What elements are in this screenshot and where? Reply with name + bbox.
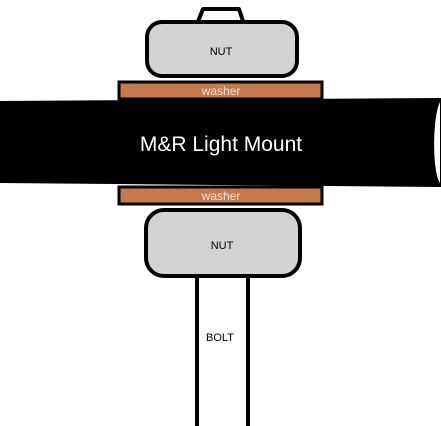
top-washer-label: washer bbox=[201, 84, 241, 98]
bottom-washer-body bbox=[117, 185, 324, 206]
top-washer-body bbox=[117, 80, 324, 101]
bolt-shaft-outline bbox=[195, 260, 250, 426]
bottom-washer-label: washer bbox=[201, 189, 241, 203]
bolt: BOLT bbox=[195, 260, 250, 426]
top-nut: NUT bbox=[145, 20, 299, 78]
bolt-label: BOLT bbox=[206, 332, 234, 344]
bottom-washer: washer bbox=[117, 185, 324, 206]
light-mount-body bbox=[0, 97, 441, 188]
light-mount-label: M&R Light Mount bbox=[140, 133, 302, 156]
bottom-nut-body bbox=[144, 208, 302, 278]
bottom-nut: NUT bbox=[144, 208, 302, 278]
top-nut-body bbox=[145, 20, 299, 78]
bottom-nut-label: NUT bbox=[211, 240, 234, 252]
light-mount: M&R Light Mount bbox=[0, 97, 441, 188]
top-nut-label: NUT bbox=[210, 46, 233, 58]
top-washer: washer bbox=[117, 80, 324, 101]
